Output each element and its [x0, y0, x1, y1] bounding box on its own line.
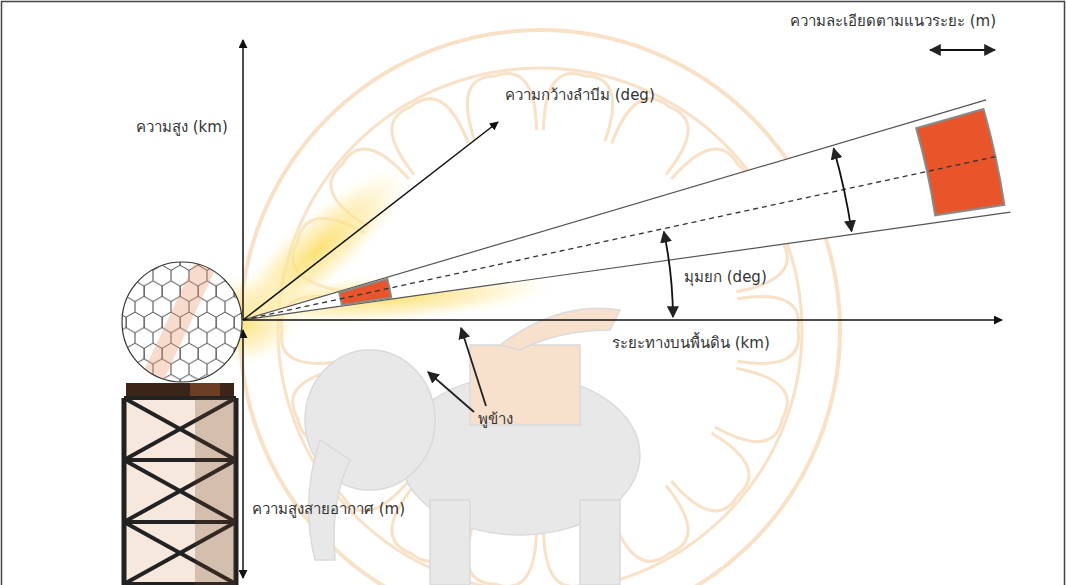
axis-label: ความสูง (km)	[136, 118, 228, 136]
axis-label: ความกว้างลำบีม (deg)	[505, 86, 655, 104]
axes	[243, 40, 1002, 578]
axis-label: ระยะทางบนพื้นดิน (km)	[612, 334, 770, 352]
axis-label: ความสูงสายอากาศ (m)	[252, 500, 405, 518]
radar-beam	[243, 100, 1010, 320]
antenna-tower	[124, 383, 236, 585]
range-resolution-arrow	[930, 49, 995, 51]
axis-label: ความละเอียดตามแนวระยะ (m)	[790, 12, 996, 30]
axis-label: มุมยก (deg)	[684, 268, 767, 286]
radome-sphere	[120, 251, 245, 396]
axis-label: พูข้าง	[478, 410, 513, 428]
side-lobe-pointers	[428, 328, 486, 412]
